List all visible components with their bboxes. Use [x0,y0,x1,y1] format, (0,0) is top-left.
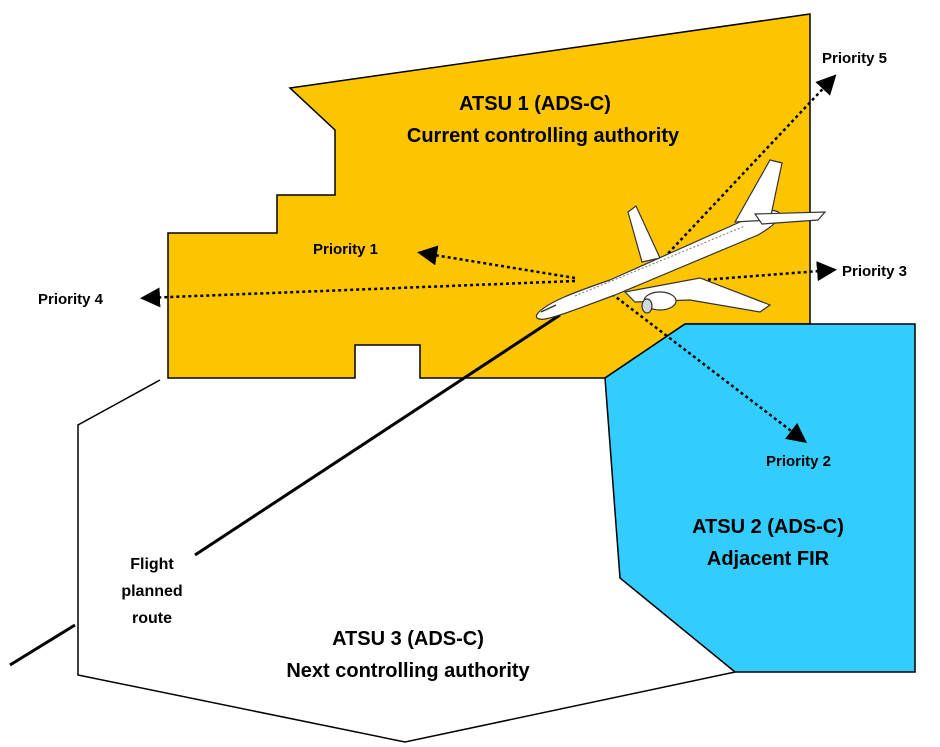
priority-1-label: Priority 1 [313,241,378,258]
atsu2-region [604,323,916,673]
route-label-line2: planned [121,583,182,600]
priority-1-arrow [417,245,576,280]
atsu1-name-label: ATSU 1 (ADS-C) [459,93,611,115]
priority-3-label: Priority 3 [842,263,907,280]
atsu3-region [77,379,736,743]
atsu2-name-label: ATSU 2 (ADS-C) [692,516,844,538]
atsu3-role-label: Next controlling authority [286,660,530,682]
route-label-line3: route [132,610,172,627]
priority-2-arrow [611,293,807,444]
priority-5-arrow [659,74,837,263]
flight-planned-route-line [194,313,561,557]
atsu2-role-label: Adjacent FIR [707,548,830,570]
priority-2-label: Priority 2 [766,453,831,470]
atsu1-role-label: Current controlling authority [407,125,680,147]
atsu3-name-label: ATSU 3 (ADS-C) [332,628,484,650]
priority-4-label: Priority 4 [38,291,104,308]
flight-planned-route-line-tail [9,623,76,667]
aircraft-icon [535,159,827,320]
priority-5-label: Priority 5 [822,50,887,67]
route-label-line1: Flight [130,556,174,573]
